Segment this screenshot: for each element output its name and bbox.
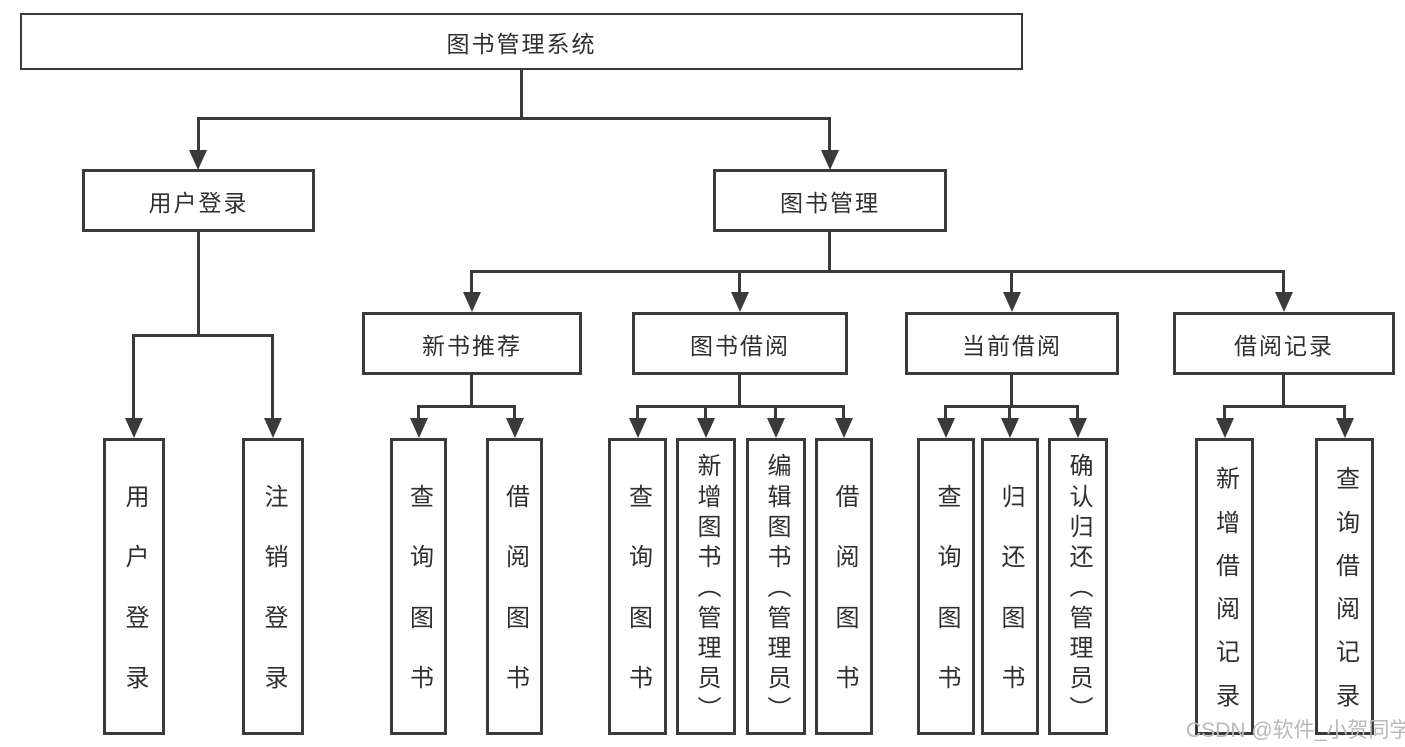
node-leaf-user-login: 用户登录 [103,438,165,735]
node-root-label: 图书管理系统 [446,30,597,57]
connector-line [417,405,420,420]
connector-line [636,405,845,408]
connector-line [704,405,707,420]
connector-line [470,270,473,296]
node-user-login-label: 用户登录 [148,189,249,216]
arrow-down-icon [1216,418,1234,438]
node-leaf-borrow-books-recommend-label: 借阅图书 [501,483,529,690]
node-book-management: 图书管理 [713,169,947,232]
arrow-down-icon [1003,292,1021,312]
arrow-down-icon [125,418,143,438]
connector-line [944,405,1079,408]
arrow-down-icon [463,292,481,312]
node-leaf-user-login-label: 用户登录 [121,483,148,690]
connector-line [738,270,741,296]
connector-line [1343,405,1346,420]
connector-line [417,405,516,408]
node-leaf-edit-book-admin: 编辑图书（管理员） [746,438,806,735]
arrow-down-icon [1001,418,1019,438]
node-leaf-query-books-current-label: 查询图书 [933,483,960,690]
arrow-down-icon [264,418,282,438]
connector-line [271,334,274,420]
connector-line [1223,405,1226,420]
arrow-down-icon [767,418,785,438]
node-leaf-add-borrow-record: 新增借阅记录 [1195,438,1254,735]
node-leaf-borrow-books-recommend: 借阅图书 [486,438,543,735]
node-leaf-borrow-books: 借阅图书 [815,438,873,735]
node-leaf-edit-book-admin-label: 编辑图书（管理员） [763,453,790,720]
connector-line [1282,375,1285,408]
node-book-management-label: 图书管理 [780,189,880,216]
connector-line [774,405,777,420]
node-leaf-logout: 注销登录 [242,438,304,735]
connector-line [132,334,274,337]
node-leaf-query-books-recommend-label: 查询图书 [405,483,433,690]
connector-line [197,117,831,120]
node-borrow-records-label: 借阅记录 [1234,332,1334,359]
connector-line [1010,270,1013,296]
node-current-borrow: 当前借阅 [905,312,1119,375]
node-leaf-confirm-return-admin: 确认归还（管理员） [1048,438,1108,735]
arrow-down-icon [1336,418,1354,438]
arrow-down-icon [821,150,839,170]
arrow-down-icon [506,418,524,438]
connector-line [828,232,831,272]
node-leaf-query-borrow-record: 查询借阅记录 [1315,438,1374,735]
node-leaf-query-books-borrow: 查询图书 [608,438,667,735]
node-leaf-logout-label: 注销登录 [260,483,287,690]
node-new-book-recommend-label: 新书推荐 [422,332,522,359]
connector-line [1223,405,1346,408]
node-leaf-query-borrow-record-label: 查询借阅记录 [1331,466,1359,707]
node-leaf-add-book-admin: 新增图书（管理员） [676,438,736,735]
connector-line [520,70,523,118]
node-leaf-query-books-recommend: 查询图书 [390,438,447,735]
connector-line [132,334,135,420]
node-new-book-recommend: 新书推荐 [362,312,582,375]
connector-line [1282,270,1285,296]
arrow-down-icon [1069,418,1087,438]
connector-line [738,375,741,408]
connector-line [470,270,1284,273]
node-root: 图书管理系统 [20,13,1023,70]
connector-line [1008,405,1011,420]
arrow-down-icon [629,418,647,438]
node-book-borrow: 图书借阅 [632,312,848,375]
arrow-down-icon [835,418,853,438]
connector-line [1010,375,1013,408]
connector-line [636,405,639,420]
arrow-down-icon [410,418,428,438]
arrow-down-icon [937,418,955,438]
connector-line [470,375,473,408]
connector-line [828,117,831,152]
connector-line [842,405,845,420]
node-leaf-borrow-books-label: 借阅图书 [831,483,858,690]
node-leaf-return-books-label: 归还图书 [997,483,1024,690]
node-leaf-return-books: 归还图书 [981,438,1039,735]
node-book-borrow-label: 图书借阅 [690,332,790,359]
arrow-down-icon [189,150,207,170]
node-current-borrow-label: 当前借阅 [962,332,1062,359]
node-leaf-add-borrow-record-label: 新增借阅记录 [1211,466,1239,707]
node-leaf-query-books-current: 查询图书 [917,438,975,735]
arrow-down-icon [697,418,715,438]
connector-line [513,405,516,420]
connector-line [1076,405,1079,420]
node-user-login: 用户登录 [82,169,315,232]
connector-line [197,232,200,337]
node-borrow-records: 借阅记录 [1173,312,1395,375]
arrow-down-icon [731,292,749,312]
node-leaf-query-books-borrow-label: 查询图书 [624,483,652,690]
connector-line [944,405,947,420]
node-leaf-confirm-return-admin-label: 确认归还（管理员） [1065,453,1092,720]
node-leaf-add-book-admin-label: 新增图书（管理员） [693,453,720,720]
arrow-down-icon [1275,292,1293,312]
watermark: CSDN @软件_小贺同学 [1186,719,1405,742]
connector-line [197,117,200,152]
